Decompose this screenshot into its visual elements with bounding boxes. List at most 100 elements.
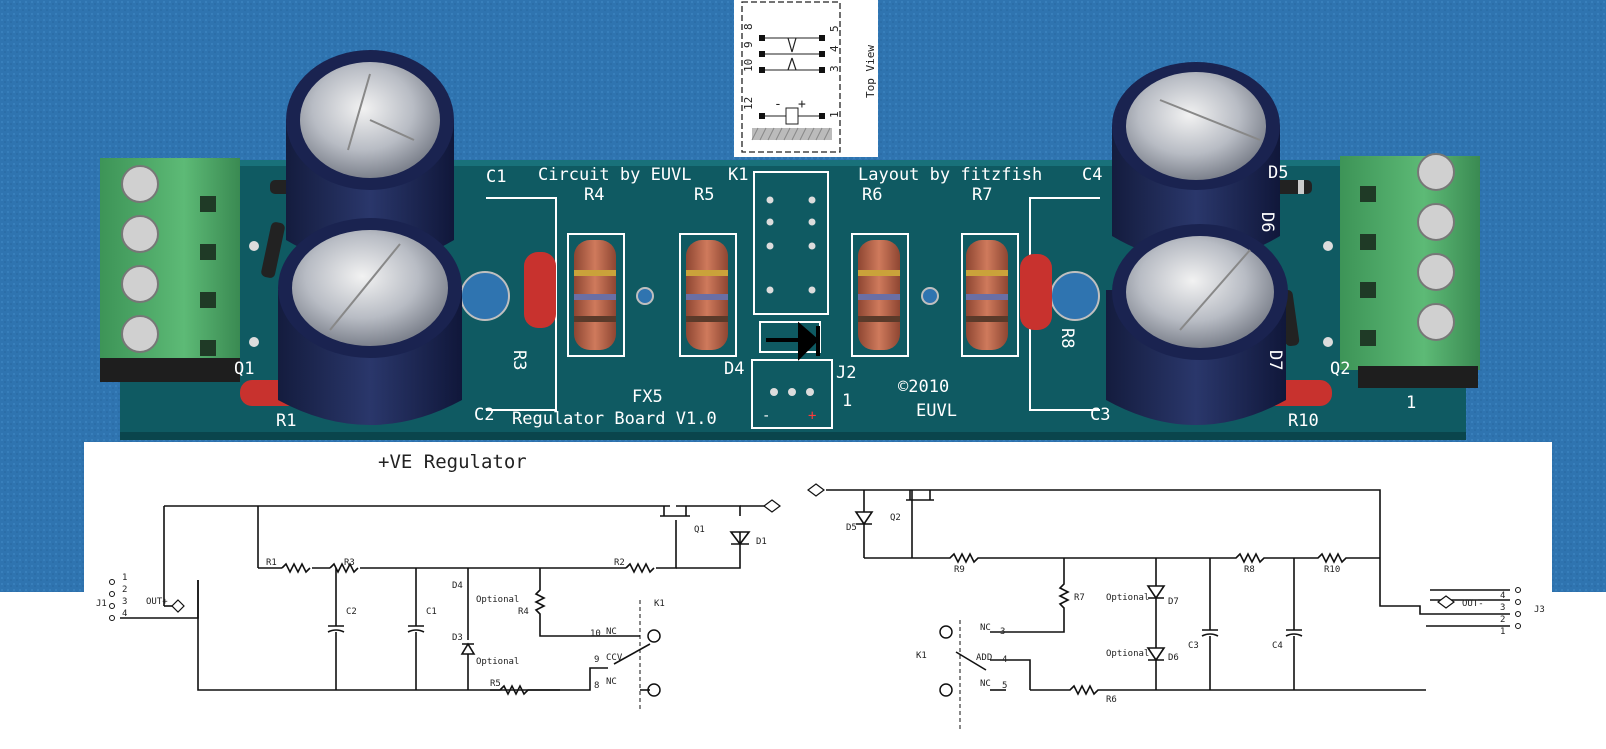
- sch-r-pin4: 4: [1002, 655, 1007, 665]
- schematic-negative-regulator: D5 Q2 R9 R7 D7 Optional D6 Optional R8 R…: [807, 483, 1545, 730]
- label-r4: R4: [584, 185, 604, 205]
- sch-r-d5: D5: [846, 523, 857, 533]
- capacitor-c3: [1106, 224, 1288, 425]
- sch-l-d4-opt: Optional: [476, 595, 519, 605]
- sch-l-pin10: 10: [590, 629, 601, 639]
- sch-r-pin-3: 3: [1500, 603, 1505, 613]
- label-r8: R8: [1057, 328, 1077, 348]
- sch-r-pin-1: 1: [1500, 627, 1505, 637]
- label-d5: D5: [1268, 163, 1288, 183]
- sch-l-j1: J1: [96, 599, 107, 609]
- sch-l-r2: R2: [614, 558, 625, 568]
- label-c2: C2: [474, 405, 494, 425]
- sch-r-r6: R6: [1106, 695, 1117, 705]
- sch-l-r1: R1: [266, 558, 277, 568]
- relay-pin-8: 8: [742, 23, 755, 30]
- label-c4: C4: [1082, 165, 1102, 185]
- j2-minus: -: [762, 408, 770, 424]
- sch-r-pin5: 5: [1002, 681, 1007, 691]
- sch-l-pin-1: 1: [122, 573, 127, 583]
- d4-diode-symbol: [766, 321, 820, 361]
- label-c3: C3: [1090, 405, 1110, 425]
- sch-r-r8: R8: [1244, 565, 1255, 575]
- sch-l-r3: R3: [344, 558, 355, 568]
- label-k1: K1: [728, 165, 748, 185]
- sch-l-d3: D3: [452, 633, 463, 643]
- sch-r-k1: K1: [916, 651, 927, 661]
- label-copyright: ©2010: [898, 377, 949, 397]
- sch-r-j3: J3: [1534, 605, 1545, 615]
- label-circuit-by: Circuit by EUVL: [538, 165, 692, 185]
- resistors-brown: [574, 240, 1008, 350]
- sch-l-pin-3: 3: [122, 597, 127, 607]
- label-terminal-pin1: 1: [1406, 393, 1416, 413]
- relay-coil-minus: -: [774, 97, 782, 112]
- sch-l-k1: K1: [654, 599, 665, 609]
- sch-r-d7: D7: [1168, 597, 1179, 607]
- sch-r-c4: C4: [1272, 641, 1283, 651]
- terminal-block-right: [1340, 153, 1480, 388]
- sch-r-pin3: 3: [1000, 627, 1005, 637]
- relay-top-view: Top View: [864, 45, 877, 98]
- sch-r-r9: R9: [954, 565, 965, 575]
- label-j2-pin1: 1: [842, 391, 852, 411]
- sch-r-r10: R10: [1324, 565, 1340, 575]
- label-r3: R3: [509, 350, 529, 370]
- mount-hole-left: [460, 271, 510, 321]
- label-c1: C1: [486, 167, 506, 187]
- sch-l-d4: D4: [452, 581, 463, 591]
- relay-pin-4: 4: [828, 45, 841, 52]
- terminal-block-left: [100, 158, 240, 382]
- relay-pin-5: 5: [828, 25, 841, 32]
- sch-r-d7-opt: Optional: [1106, 593, 1149, 603]
- sch-r-q2: Q2: [890, 513, 901, 523]
- sch-r-c3: C3: [1188, 641, 1199, 651]
- label-q2: Q2: [1330, 359, 1350, 379]
- label-d4: D4: [724, 359, 744, 379]
- relay-pin-10: 10: [742, 59, 755, 72]
- sch-l-r4: R4: [518, 607, 529, 617]
- sch-l-pin8: 8: [594, 681, 599, 691]
- sch-r-pin-4: 4: [1500, 591, 1505, 601]
- capacitor-c2: [278, 218, 462, 425]
- sch-l-j1-out: OUT+: [146, 597, 168, 607]
- sch-r-add: ADD: [976, 653, 992, 663]
- sch-l-r5: R5: [490, 679, 501, 689]
- sch-r-r7: R7: [1074, 593, 1085, 603]
- label-fx5: FX5: [632, 387, 663, 407]
- schematic-left-title: +VE Regulator: [378, 451, 527, 473]
- sch-r-d6: D6: [1168, 653, 1179, 663]
- relay-pin-3: 3: [828, 65, 841, 72]
- label-r7: R7: [972, 185, 992, 205]
- sch-l-nc2: NC: [606, 677, 617, 687]
- relay-pinout-inset: Top View 8 9 10 12 5 4 3 1 - +: [734, 0, 878, 157]
- sch-r-nc2: NC: [980, 679, 991, 689]
- label-j2: J2: [836, 363, 856, 383]
- label-euvl: EUVL: [916, 401, 957, 421]
- label-d6: D6: [1257, 212, 1277, 232]
- mount-hole-right: [1050, 271, 1100, 321]
- sch-l-nc1: NC: [606, 627, 617, 637]
- sch-r-j3-out: OUT-: [1462, 599, 1484, 609]
- sch-l-c2: C2: [346, 607, 357, 617]
- sch-l-pin-4: 4: [122, 609, 127, 619]
- sch-l-q1: Q1: [694, 525, 705, 535]
- sch-l-pin9: 9: [594, 655, 599, 665]
- sch-l-d3-opt: Optional: [476, 657, 519, 667]
- sch-r-nc1: NC: [980, 623, 991, 633]
- relay-pin-9: 9: [742, 41, 755, 48]
- j2-plus: +: [808, 408, 816, 424]
- sch-r-d6-opt: Optional: [1106, 649, 1149, 659]
- label-r5: R5: [694, 185, 714, 205]
- label-board-name: Regulator Board V1.0: [512, 409, 717, 429]
- sch-l-ccv: CCV: [606, 653, 623, 663]
- pcb-silkscreen-text: Circuit by EUVL Layout by fitzfish K1 C1…: [234, 163, 1416, 431]
- schematic-positive-regulator: +VE Regulator: [96, 451, 781, 710]
- sch-l-c1: C1: [426, 607, 437, 617]
- relay-coil-plus: +: [798, 97, 806, 112]
- relay-pin-1: 1: [828, 111, 841, 118]
- label-layout-by: Layout by fitzfish: [858, 165, 1042, 185]
- capacitor-c4: [1112, 62, 1280, 261]
- relay-pin-12: 12: [742, 97, 755, 110]
